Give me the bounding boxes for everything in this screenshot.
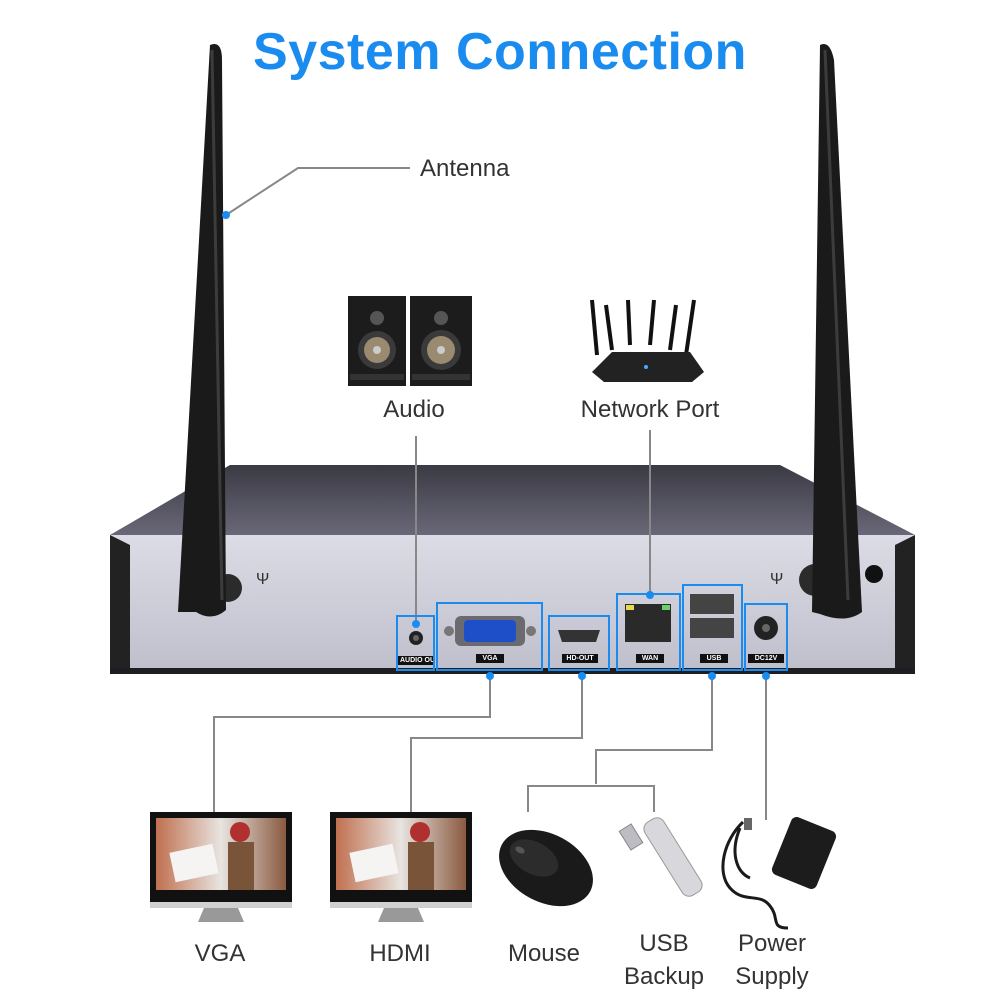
dc12v-port (744, 603, 788, 671)
usb-backup-label-line1: USB (639, 930, 689, 957)
router-icon (590, 299, 704, 382)
svg-text:Ψ: Ψ (770, 571, 783, 588)
mouse-icon (499, 829, 593, 907)
antenna-icon (178, 44, 226, 617)
leader-dots (486, 672, 770, 680)
power-adapter-icon (721, 817, 837, 930)
bottom-leader-lines (213, 676, 767, 820)
audio-leader-line (412, 436, 420, 628)
hd-out-port (548, 615, 610, 671)
monitor-icon (330, 812, 472, 922)
usb-port (682, 584, 743, 671)
vga-port (436, 602, 543, 671)
antenna-label: Antenna (420, 155, 510, 182)
usb-port-label: USB (700, 654, 728, 663)
wan-port (616, 593, 681, 671)
page-title: System Connection (253, 23, 747, 81)
monitor-icon (150, 812, 292, 922)
mouse-device-label: Mouse (507, 940, 581, 967)
dc12v-port-label: DC12V (748, 654, 784, 663)
antenna-leader-line (222, 167, 410, 219)
usb-backup-label-line2: Backup (623, 963, 705, 990)
network-port-label: Network Port (580, 396, 720, 423)
vga-device-label: VGA (194, 940, 246, 967)
vga-port-label: VGA (476, 654, 504, 663)
hdmi-device-label: HDMI (369, 940, 431, 967)
power-supply-label-line2: Supply (735, 963, 809, 990)
wan-port-label: WAN (636, 654, 664, 663)
svg-text:Ψ: Ψ (256, 571, 269, 588)
hd-out-port-label: HD-OUT (562, 654, 598, 663)
power-supply-label-line1: Power (737, 930, 807, 957)
antenna-icon (812, 44, 862, 619)
audio-label: Audio (383, 396, 445, 423)
speaker-icon (348, 296, 472, 386)
usb-drive-icon (618, 817, 703, 897)
audio-out-port (396, 615, 435, 671)
audio-out-port-label: AUDIO OUT (398, 656, 433, 665)
